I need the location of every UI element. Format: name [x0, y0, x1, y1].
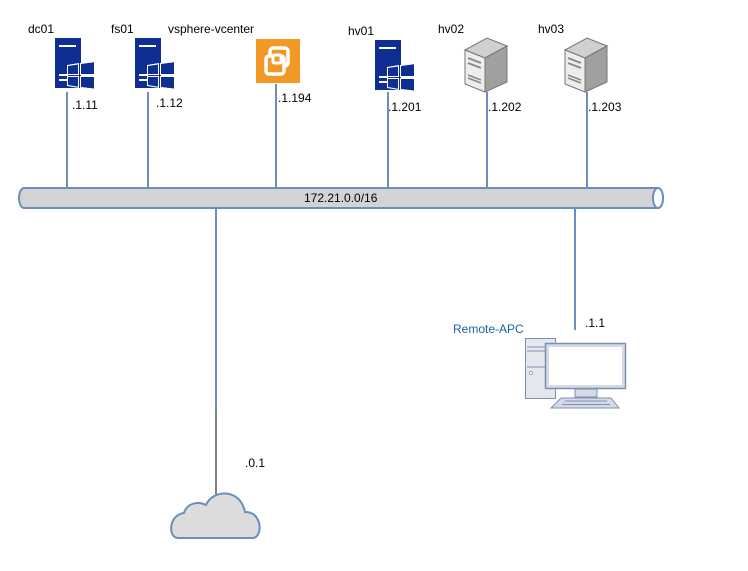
- links: [66, 84, 588, 410]
- ip-label-hv01: .1.201: [388, 100, 422, 114]
- ip-label-gateway: .0.1: [245, 456, 266, 470]
- cloud-icon: [170, 492, 261, 539]
- node-label-hv03: hv03: [538, 22, 565, 36]
- ip-label-remote-apc: .1.1: [585, 316, 606, 330]
- node-label-vcenter: vsphere-vcenter: [168, 22, 255, 36]
- ip-label-dc01: .1.11: [72, 98, 98, 112]
- remote-apc-label: Remote-APC: [453, 322, 524, 336]
- ip-label-hv02: .1.202: [488, 100, 522, 114]
- vmware-vsphere-icon: [256, 39, 300, 83]
- tower-server-icon: [563, 37, 609, 93]
- desktop-computer-icon: [525, 338, 627, 409]
- node-label-fs01: fs01: [111, 22, 134, 36]
- node-label-hv01: hv01: [348, 24, 375, 38]
- ip-label-vcenter: .1.194: [278, 91, 312, 105]
- windows-server-icon: [375, 40, 415, 92]
- tower-server-icon: [463, 37, 509, 93]
- node-label-hv02: hv02: [438, 22, 465, 36]
- node-label-dc01: dc01: [28, 22, 55, 36]
- network-bus: [18, 187, 664, 209]
- subnet-label: 172.21.0.0/16: [304, 191, 378, 205]
- ip-label-hv03: .1.203: [588, 100, 622, 114]
- windows-server-icon: [135, 38, 175, 90]
- windows-server-icon: [55, 38, 95, 90]
- ip-label-fs01: .1.12: [156, 96, 183, 110]
